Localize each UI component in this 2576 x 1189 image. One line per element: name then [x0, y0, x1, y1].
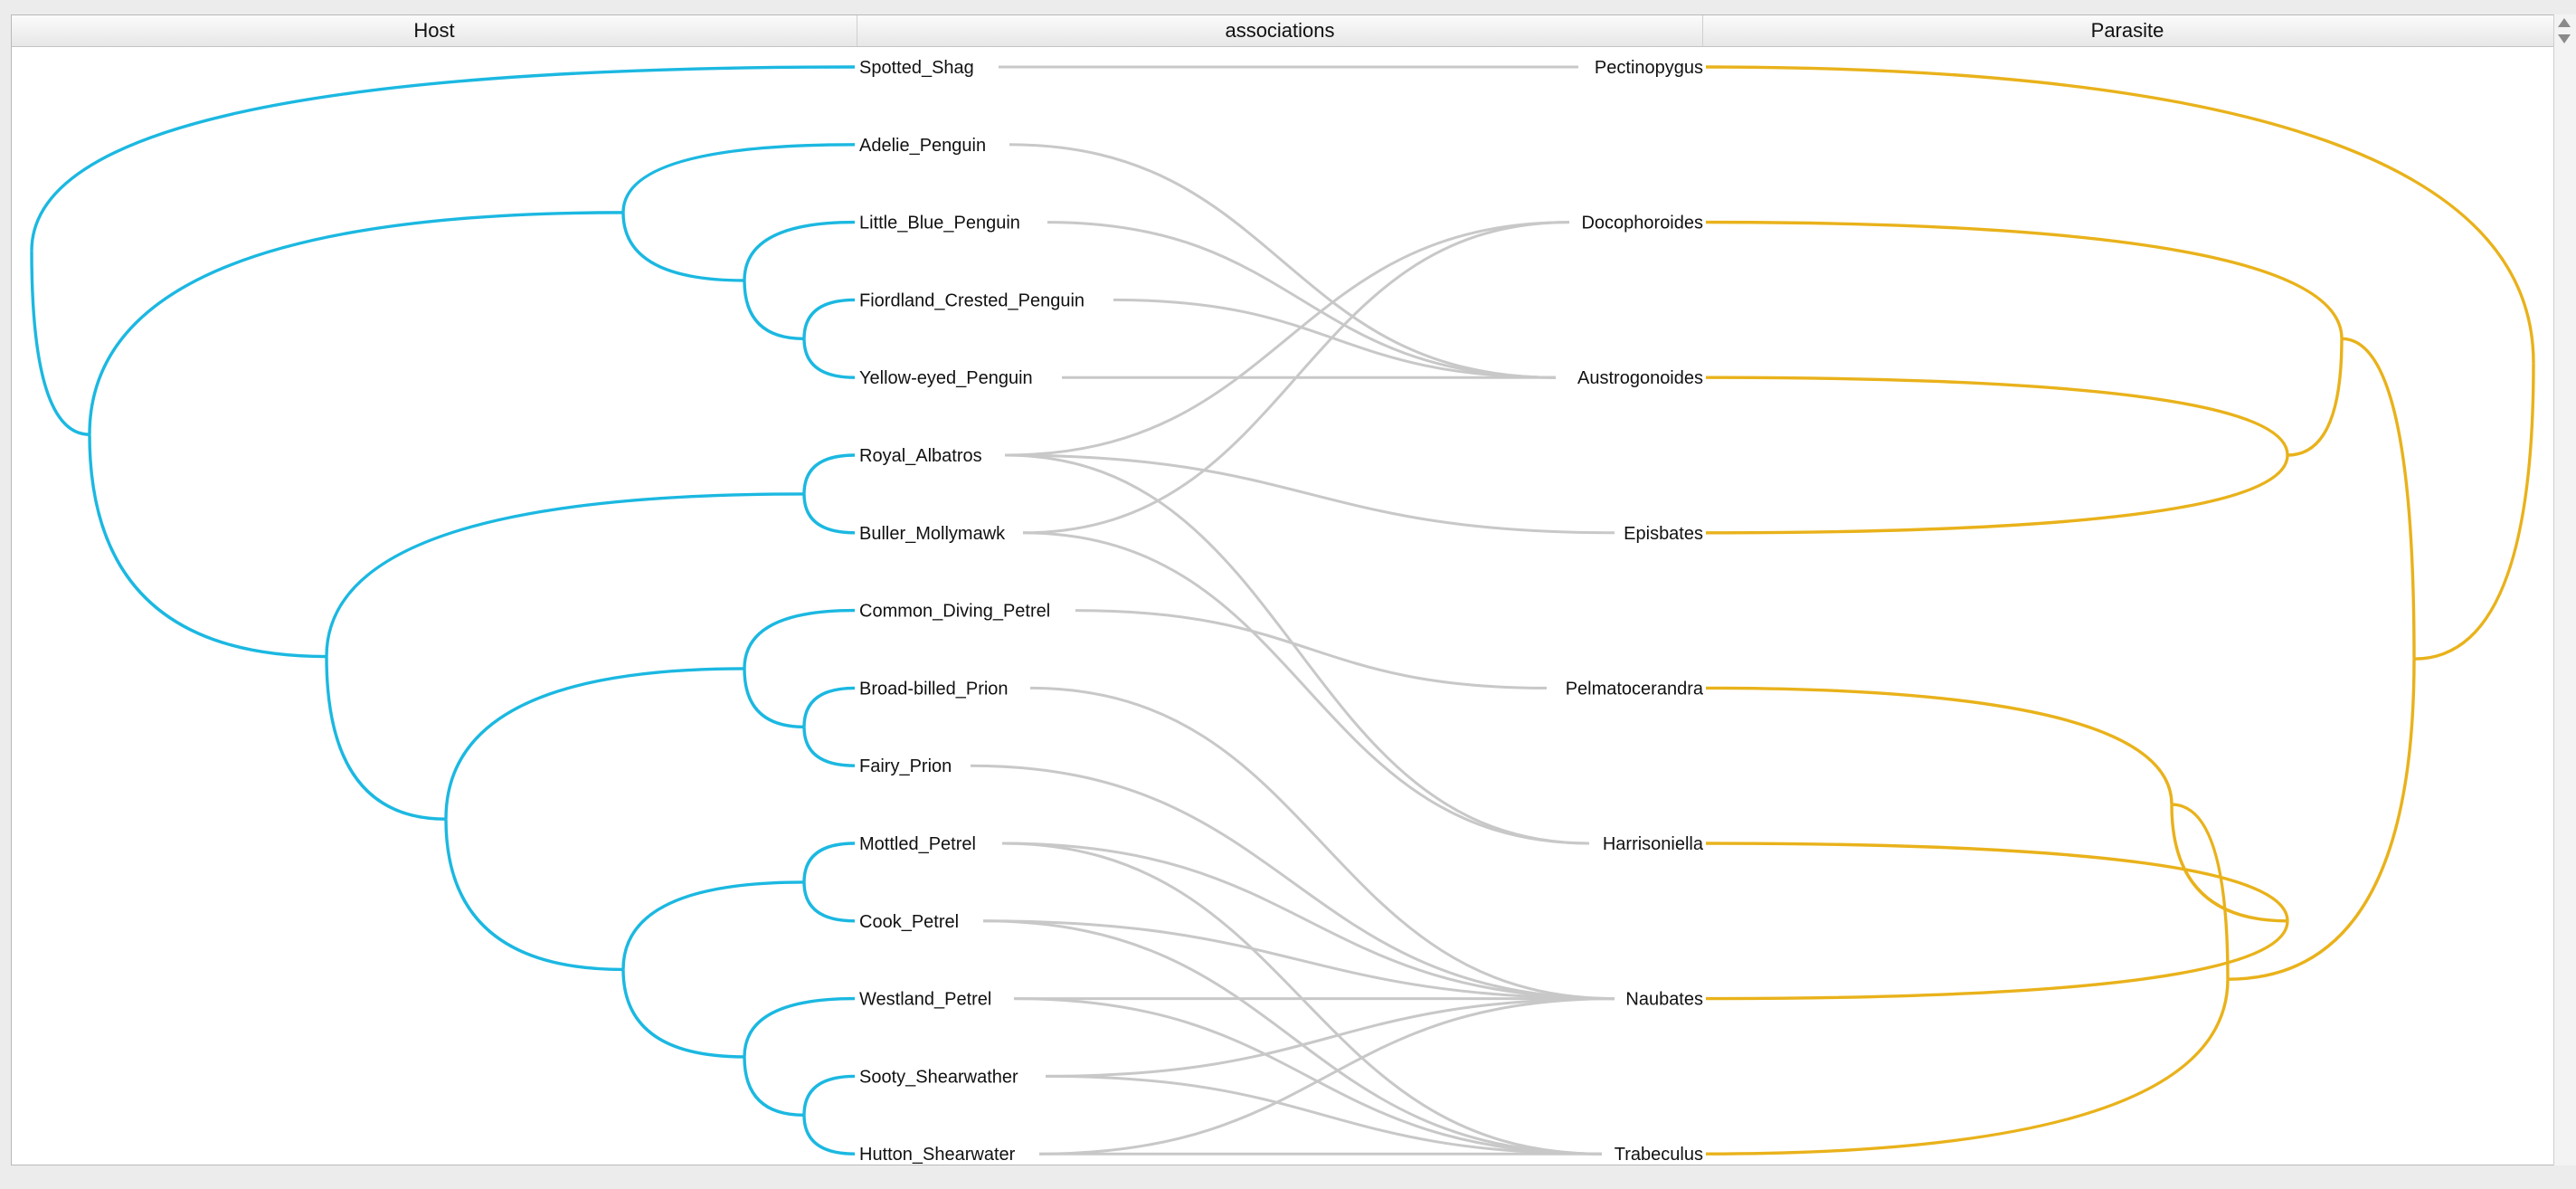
host-tree-branch: [30, 251, 90, 436]
host-tree-branch: [802, 727, 856, 767]
association-link-little-blue-penguin-austrogonoides: [1046, 221, 1557, 379]
parasite-tree: [1705, 65, 2535, 1156]
host-label-fiordland-crested-penguin[interactable]: Fiordland_Crested_Penguin: [859, 290, 1084, 310]
host-tree-branch: [802, 493, 856, 535]
host-label-westland-petrel[interactable]: Westland_Petrel: [859, 990, 991, 1010]
host-tree-branch: [802, 1115, 856, 1156]
host-tree-branch: [444, 667, 745, 820]
association-link-royal-albatros-harrisoniella: [1004, 453, 1590, 845]
parasite-tree-branch: [2227, 659, 2416, 981]
parasite-label-trabeculus[interactable]: Trabeculus: [1615, 1145, 1703, 1165]
parasite-tree-branch: [1705, 842, 2289, 921]
host-tree-branch: [802, 1074, 856, 1116]
host-tree-branch: [743, 996, 856, 1057]
host-tree-branch: [88, 211, 624, 435]
host-tree-branch: [30, 65, 856, 252]
parasite-tree-branch: [1705, 454, 2289, 535]
parasite-tree-branch: [2287, 338, 2344, 457]
host-tree-branch: [621, 969, 745, 1059]
association-link-sooty-shearwather-trabeculus: [1045, 1074, 1603, 1156]
parasite-tree-branch: [1705, 65, 2535, 364]
parasite-tree-branch: [2170, 804, 2288, 923]
parasite-label-pelmatocerandra[interactable]: Pelmatocerandra: [1566, 679, 1704, 699]
association-link-buller-mollymawk-docophoroides: [1022, 221, 1570, 535]
association-link-cook-petrel-trabeculus: [982, 919, 1603, 1156]
parasite-tree-branch: [1705, 979, 2230, 1156]
scroll-down-arrow-icon[interactable]: [2558, 34, 2571, 43]
parasite-labels: PectinopygusDocophoroidesAustrogonoidesE…: [1566, 58, 1704, 1165]
host-label-royal-albatros[interactable]: Royal_Albatros: [859, 446, 982, 466]
host-label-broad-billed-prion[interactable]: Broad-billed_Prion: [859, 679, 1009, 699]
parasite-tree-branch: [1705, 220, 2344, 339]
host-tree-branch: [743, 1056, 805, 1117]
association-link-sooty-shearwather-naubates: [1045, 997, 1615, 1078]
host-tree-branch: [325, 656, 447, 821]
parasite-label-harrisoniella[interactable]: Harrisoniella: [1603, 834, 1704, 854]
host-label-hutton-shearwater[interactable]: Hutton_Shearwater: [859, 1145, 1016, 1165]
host-label-buller-mollymawk[interactable]: Buller_Mollymawk: [859, 524, 1006, 544]
association-link-common-diving-petrel-pelmatocerandra: [1075, 609, 1548, 690]
host-tree-branch: [802, 842, 856, 882]
parasite-tree-branch: [2341, 337, 2416, 660]
parasite-tree-branch: [1705, 376, 2289, 456]
scroll-up-arrow-icon[interactable]: [2558, 18, 2571, 27]
host-label-fairy-prion[interactable]: Fairy_Prion: [859, 756, 952, 776]
host-tree-branch: [621, 212, 745, 282]
parasite-label-episbates[interactable]: Episbates: [1624, 524, 1703, 544]
association-link-hutton-shearwater-naubates: [1038, 997, 1615, 1156]
association-link-adelie-penguin-austrogonoides: [1009, 143, 1557, 379]
host-tree-branch: [621, 880, 805, 970]
host-label-little-blue-penguin[interactable]: Little_Blue_Penguin: [859, 214, 1020, 233]
host-tree-branch: [802, 298, 856, 339]
host-label-adelie-penguin[interactable]: Adelie_Penguin: [859, 136, 986, 156]
association-link-fairy-prion-naubates: [970, 764, 1615, 1001]
parasite-tree-branch: [2171, 803, 2230, 980]
parasite-label-naubates[interactable]: Naubates: [1625, 990, 1703, 1010]
host-tree-branch: [444, 819, 624, 972]
host-tree-branch: [743, 220, 856, 281]
parasite-tree-branch: [1705, 686, 2174, 805]
host-label-spotted-shag[interactable]: Spotted_Shag: [859, 58, 974, 78]
association-link-broad-billed-prion-naubates: [1029, 686, 1615, 1001]
host-tree-branch: [802, 881, 856, 923]
host-tree-branch: [802, 453, 856, 494]
parasite-column-header[interactable]: Parasite: [2090, 19, 2164, 42]
host-tree-branch: [802, 338, 856, 379]
host-label-common-diving-petrel[interactable]: Common_Diving_Petrel: [859, 602, 1050, 622]
host-label-yellow-eyed-penguin[interactable]: Yellow-eyed_Penguin: [859, 368, 1033, 388]
parasite-tree-branch: [2413, 363, 2535, 661]
host-label-mottled-petrel[interactable]: Mottled_Petrel: [859, 834, 976, 854]
host-tree-branch: [802, 686, 856, 728]
parasite-label-docophoroides[interactable]: Docophoroides: [1581, 214, 1703, 233]
host-tree-branch: [743, 280, 805, 340]
host-tree-branch: [743, 668, 805, 728]
parasite-label-pectinopygus[interactable]: Pectinopygus: [1595, 58, 1703, 78]
association-link-westland-petrel-trabeculus: [1013, 997, 1603, 1156]
association-link-buller-mollymawk-harrisoniella: [1022, 531, 1590, 845]
host-tree-branch: [88, 434, 327, 659]
host-label-sooty-shearwather[interactable]: Sooty_Shearwather: [859, 1067, 1018, 1087]
column-header: Host associations Parasite: [12, 15, 2553, 47]
tanglegram: Spotted_ShagAdelie_PenguinLittle_Blue_Pe…: [30, 58, 2535, 1165]
host-tree-branch: [325, 492, 805, 657]
host-labels: Spotted_ShagAdelie_PenguinLittle_Blue_Pe…: [859, 58, 1084, 1165]
association-link-cook-petrel-naubates: [982, 919, 1615, 1001]
host-tree-branch: [743, 608, 856, 669]
host-tree: [30, 65, 856, 1156]
association-link-fiordland-crested-penguin-austrogonoides: [1113, 298, 1557, 379]
vertical-scrollbar[interactable]: [2553, 14, 2576, 1165]
association-link-mottled-petrel-naubates: [1001, 842, 1615, 1001]
association-link-royal-albatros-docophoroides: [1004, 221, 1570, 457]
host-label-cook-petrel[interactable]: Cook_Petrel: [859, 912, 959, 932]
host-tree-branch: [621, 143, 856, 213]
association-links: [970, 65, 1615, 1156]
parasite-tree-branch: [1705, 920, 2289, 1001]
host-column-header[interactable]: Host: [12, 15, 857, 46]
associations-column-header[interactable]: associations: [857, 15, 1703, 46]
parasite-label-austrogonoides[interactable]: Austrogonoides: [1577, 368, 1703, 388]
association-link-royal-albatros-episbates: [1004, 453, 1615, 535]
